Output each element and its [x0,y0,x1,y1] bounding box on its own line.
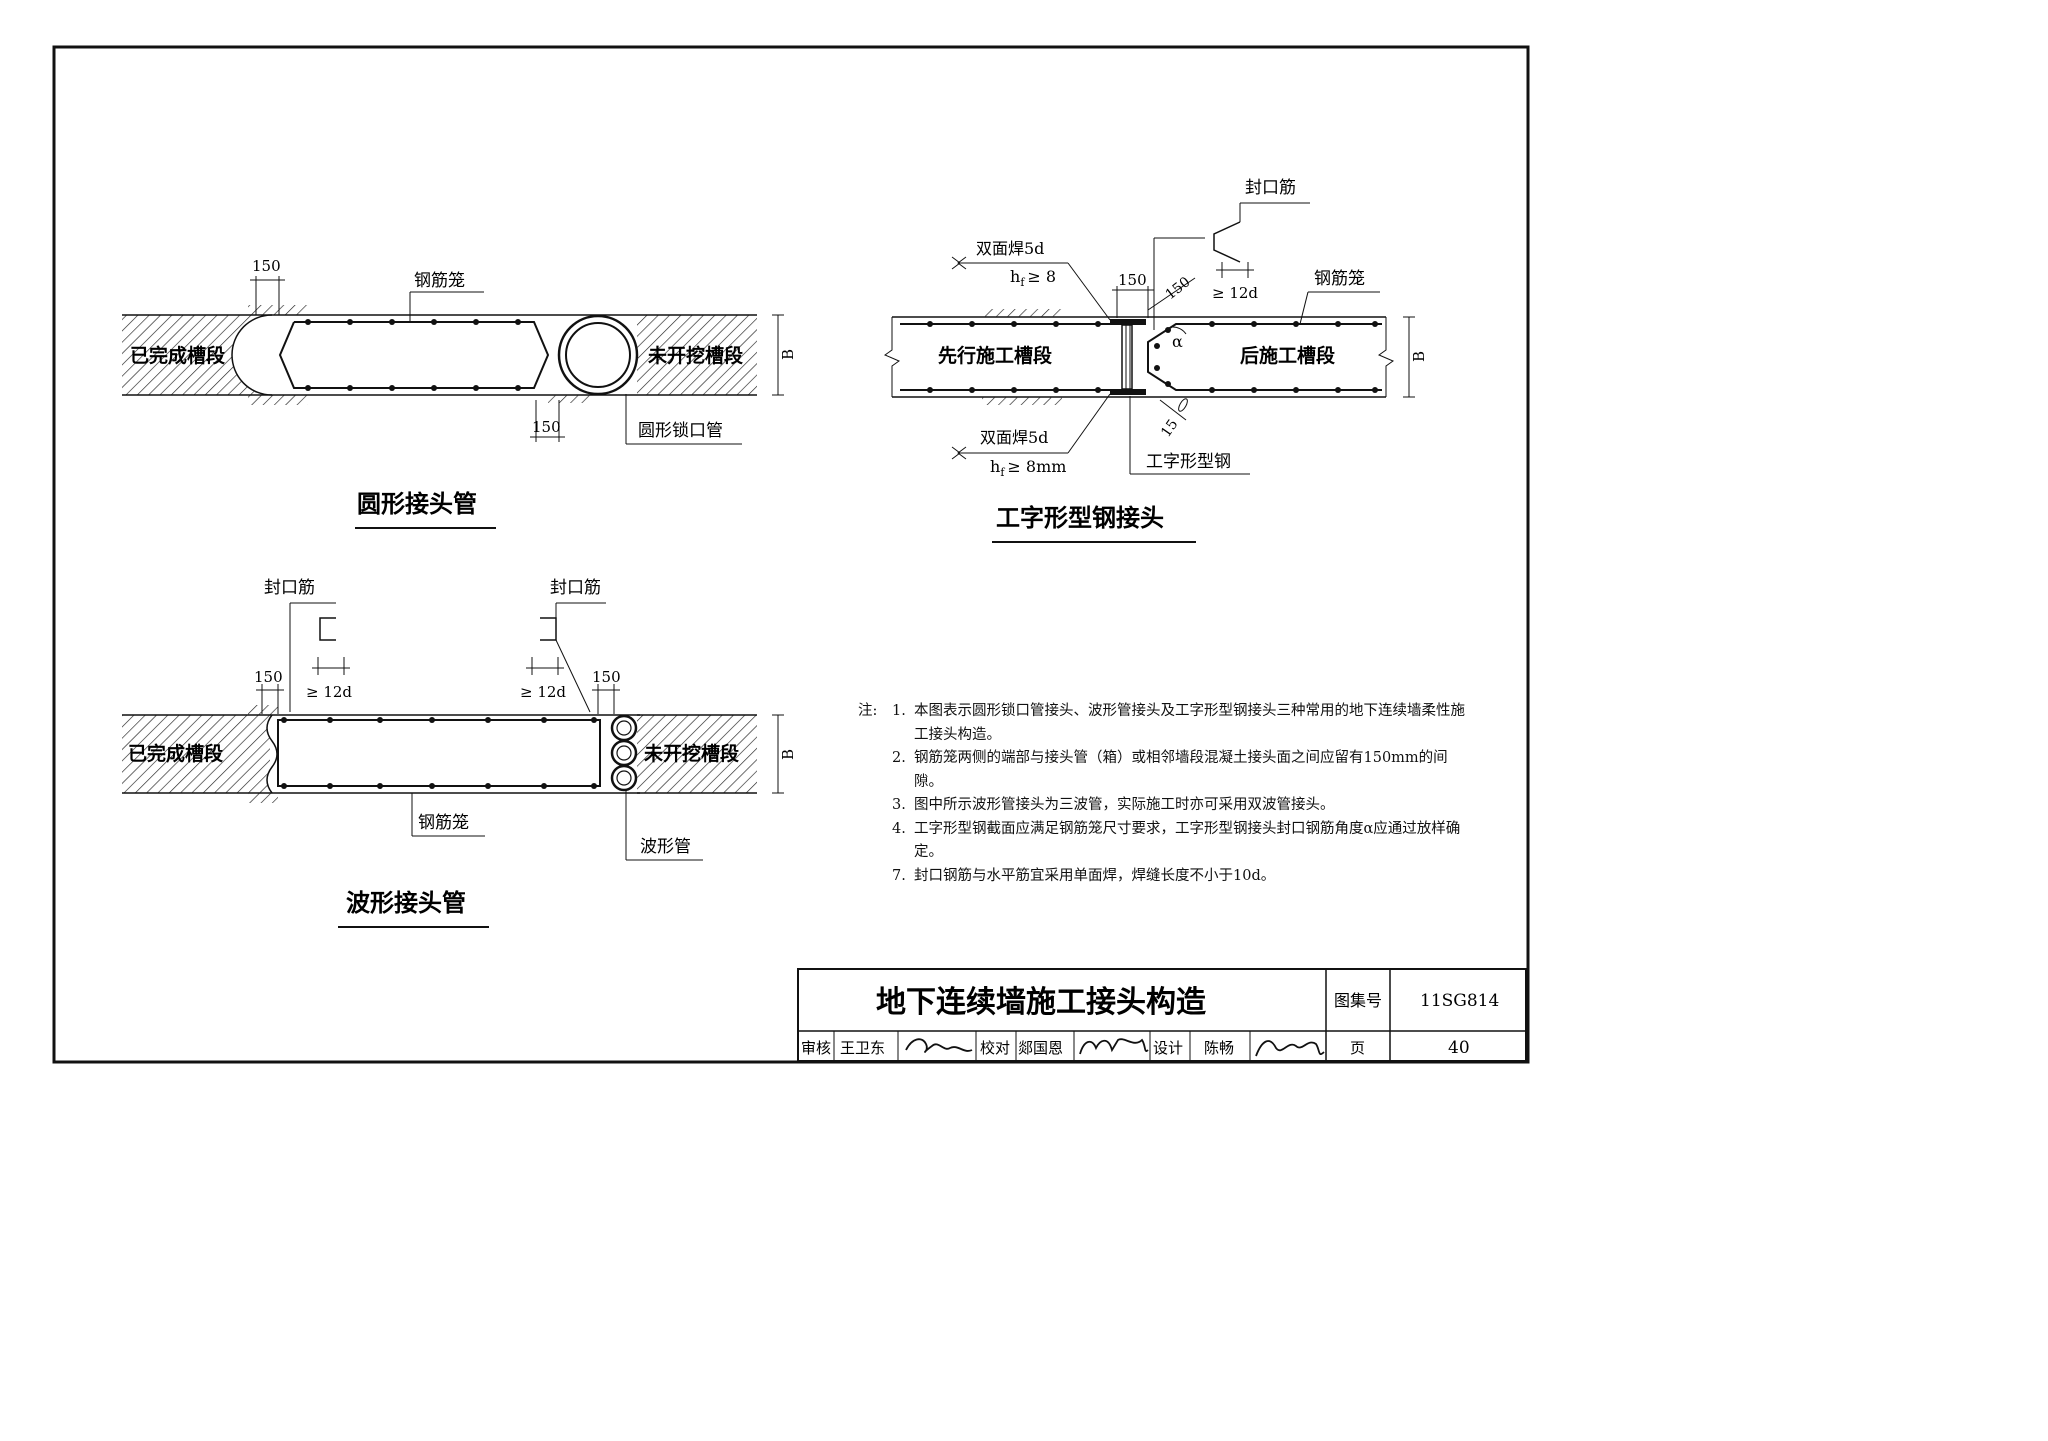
wave-pipe [610,714,638,792]
ibeam-dim-15: 15 [1158,417,1181,441]
ibeam-leading-segment-label: 先行施工槽段 [938,344,1053,367]
signatures [905,1038,1325,1057]
note-text: 本图表示圆形锁口管接头、波形管接头及工字形型钢接头三种常用的地下连续墙柔性施工接… [914,703,1465,743]
ibeam-rebar-cage-label: 钢筋笼 [1314,269,1365,289]
atlas-label: 图集号 [1334,991,1382,1010]
ibeam-dim-150: 150 [1118,271,1147,289]
ibeam-hf-bottom-label: hf≥ 8mm [990,457,1066,479]
notes-prefix: 注: [858,703,878,719]
wave-rebar-cage-label: 钢筋笼 [418,813,469,833]
note-number: 2. [892,750,906,766]
ibeam-weld-bottom-label: 双面焊5d [980,428,1048,447]
checker-name: 郯国恩 [1018,1039,1063,1057]
ibeam-hf-top-label: hf≥ 8 [1010,267,1056,289]
wave-dim-12d-right: ≥ 12d [520,683,566,701]
reviewer-signature [905,1038,973,1053]
wave-joint-title: 波形接头管 [346,889,466,917]
title-block [797,968,1527,1062]
round-dim-b: B [779,349,797,360]
rebar-dots [305,319,521,391]
round-dim-bottom: 150 [532,418,561,436]
note-text: 钢筋笼两侧的端部与接头管（箱）或相邻墙段混凝土接头面之间应留有150mm的间隙。 [914,750,1448,790]
checker-signature [1079,1038,1149,1055]
wave-unexcavated-hatch [637,715,757,793]
wave-unexcavated-label: 未开挖槽段 [643,742,740,765]
sheet-border [52,45,1530,1064]
unexcavated-segment-hatch [637,315,757,395]
wave-rebar-cage [277,719,601,787]
wave-dim-150-right: 150 [592,668,621,686]
note-number: 4. [892,820,906,837]
round-dim-top: 150 [252,257,281,275]
wave-completed-label: 已完成槽段 [128,742,224,765]
ibeam-seal-bar-label: 封口筋 [1245,178,1296,198]
wave-completed-segment-hatch [122,715,270,793]
round-joint-diagram [122,276,784,529]
drawing-sheet: 150 150 已完成槽段 未开挖槽段 钢筋笼 圆形锁口管 B 圆形接头管 [52,45,1530,1064]
check-label: 校对 [980,1039,1010,1057]
round-unexcavated-label: 未开挖槽段 [647,344,744,367]
ibeam-following-segment-label: 后施工槽段 [1240,344,1336,367]
ibeam-joint-diagram [883,202,1415,543]
note-text: 封口钢筋与水平筋宜采用单面焊，焊缝长度不小于10d。 [914,867,1276,884]
wave-dim-12d-left: ≥ 12d [306,683,352,701]
ibeam-dim-b: B [1410,351,1428,362]
wave-pipe-label: 波形管 [640,837,691,857]
page-label: 页 [1350,1039,1365,1057]
wave-seal-bar-left-label: 封口筋 [264,578,315,598]
ibeam-web [1121,324,1133,390]
round-joint-title: 圆形接头管 [357,490,477,518]
ibeam-weld-top-label: 双面焊5d [976,239,1044,258]
atlas-number: 11SG814 [1420,991,1499,1011]
round-lock-pipe [557,314,639,396]
wave-dim-150-left: 150 [254,668,283,686]
ibeam-dim-150-diag: 150 [1163,274,1194,303]
wave-joint-diagram [122,602,784,928]
note-item-5: 7. 封口钢筋与水平筋宜采用单面焊，焊缝长度不小于10d。 [858,865,1468,889]
page-number: 40 [1448,1038,1470,1058]
ibeam-flange-top [1110,319,1146,325]
sheet-title: 地下连续墙施工接头构造 [876,985,1206,1020]
ibeam-dim-12d: ≥ 12d [1212,284,1258,302]
ibeam-joint-title: 工字形型钢接头 [996,504,1164,532]
ibeam-flange-bottom [1110,389,1146,395]
note-number: 7. [892,867,906,884]
ibeam-alpha: α [1172,332,1183,351]
note-text: 工字形型钢截面应满足钢筋笼尺寸要求，工字形型钢接头封口钢筋角度α应通过放样确定。 [914,820,1461,861]
wave-dim-b: B [779,749,797,760]
designer-name: 陈畅 [1204,1039,1234,1057]
notes: 注: 1. 本图表示圆形锁口管接头、波形管接头及工字形型钢接头三种常用的地下连续… [858,700,1468,888]
note-text: 图中所示波形管接头为三波管，实际施工时亦可采用双波管接头。 [914,797,1335,813]
round-lock-pipe-label: 圆形锁口管 [638,421,723,441]
round-rebar-cage-label: 钢筋笼 [414,271,465,291]
round-completed-label: 已完成槽段 [130,344,226,367]
note-item-2: 2. 钢筋笼两侧的端部与接头管（箱）或相邻墙段混凝土接头面之间应留有150mm的… [858,747,1468,794]
ibeam-label: 工字形型钢 [1146,452,1231,472]
wave-seal-bar-right-label: 封口筋 [550,578,601,598]
note-item-4: 4. 工字形型钢截面应满足钢筋笼尺寸要求，工字形型钢接头封口钢筋角度α应通过放样… [858,818,1468,865]
design-label: 设计 [1153,1039,1183,1057]
note-number: 3. [892,797,906,813]
review-label: 审核 [801,1039,831,1057]
designer-signature [1255,1040,1325,1057]
note-item-1: 注: 1. 本图表示圆形锁口管接头、波形管接头及工字形型钢接头三种常用的地下连续… [858,700,1468,747]
note-number: 1. [892,703,906,719]
reviewer-name: 王卫东 [840,1039,885,1057]
rebar-cage-outline [278,321,550,389]
note-item-3: 3. 图中所示波形管接头为三波管，实际施工时亦可采用双波管接头。 [858,794,1468,818]
